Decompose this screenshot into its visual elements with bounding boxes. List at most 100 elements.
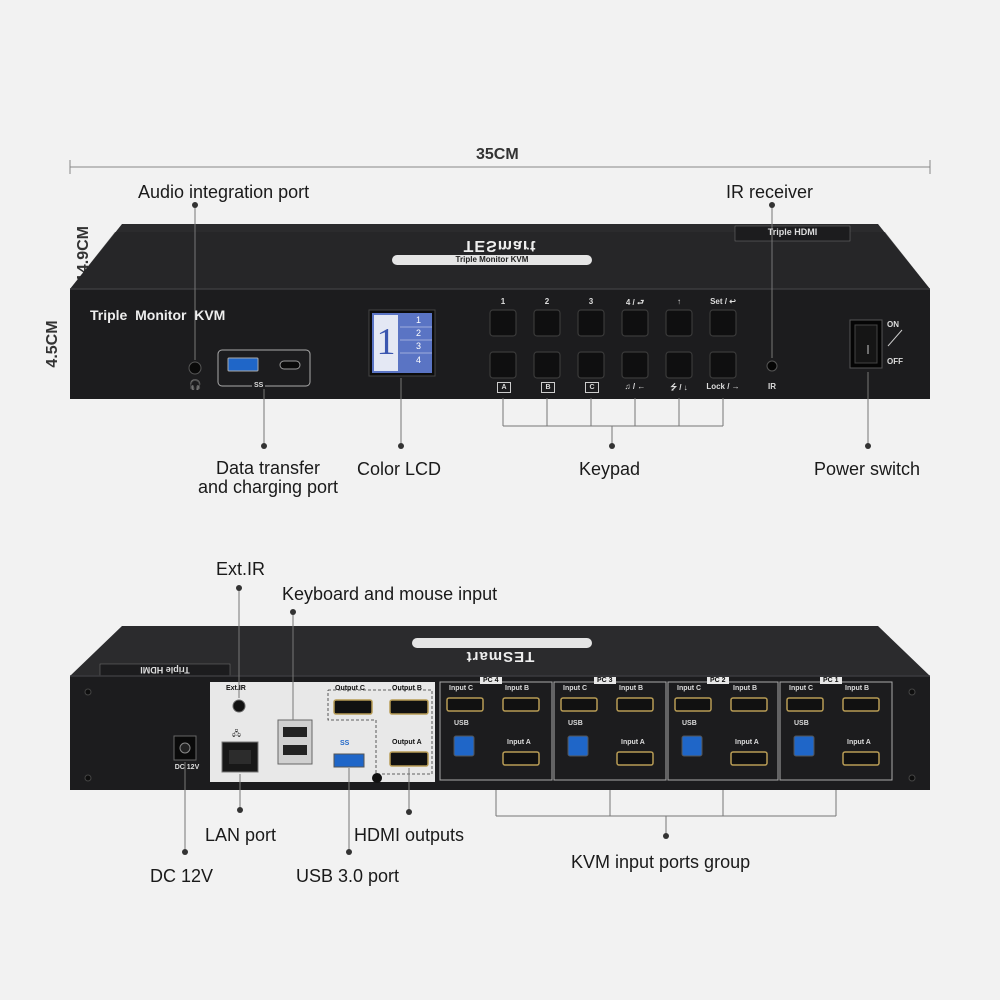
hdmi-output-a[interactable] bbox=[389, 751, 429, 767]
pc1-input-b-label: Input B bbox=[845, 685, 870, 692]
callout-audio-port: Audio integration port bbox=[138, 182, 310, 202]
callout-power-switch: Power switch bbox=[814, 459, 921, 479]
pc2-input-b-label: Input B bbox=[733, 685, 758, 692]
pc2-usb-b[interactable] bbox=[681, 735, 703, 757]
pc4-input-b[interactable] bbox=[502, 697, 540, 712]
pc3-input-b-label: Input B bbox=[619, 685, 644, 692]
callout-keyboard-mouse: Keyboard and mouse input bbox=[282, 584, 498, 604]
callout-data-port-line2: and charging port bbox=[197, 477, 339, 497]
switch-off-label: OFF bbox=[887, 357, 903, 366]
output-a-label: Output A bbox=[392, 739, 422, 746]
keypad-button-b[interactable] bbox=[533, 351, 561, 379]
pc2-input-a[interactable] bbox=[730, 751, 768, 766]
keypad-label-1: 1 bbox=[500, 297, 506, 306]
keyboard-mouse-usb-ports[interactable] bbox=[277, 719, 313, 765]
keypad-button-usb[interactable] bbox=[665, 351, 693, 379]
lcd-row-2: 2 bbox=[416, 328, 422, 338]
keypad-button-up[interactable] bbox=[665, 309, 693, 337]
usb-3-port[interactable] bbox=[333, 753, 365, 768]
pc4-usb-b[interactable] bbox=[453, 735, 475, 757]
pc3-label: PC 3 bbox=[594, 677, 616, 684]
callout-color-lcd: Color LCD bbox=[357, 459, 442, 479]
pc2-input-a-label: Input A bbox=[735, 739, 759, 746]
output-c-label: Output C bbox=[335, 685, 365, 692]
rear-usb-badge: SS bbox=[340, 740, 350, 747]
callout-data-port: Data transfer and charging port bbox=[198, 459, 338, 497]
rear-chassis-face bbox=[70, 676, 930, 790]
output-b-label: Output B bbox=[392, 685, 422, 692]
callout-usb3-port: USB 3.0 port bbox=[296, 866, 400, 886]
lcd-big-digit: 1 bbox=[376, 321, 396, 363]
keypad-button-2[interactable] bbox=[533, 309, 561, 337]
keypad-label-4: 4 / ⮐ bbox=[625, 298, 645, 307]
front-brand-tagline: Triple Monitor KVM bbox=[455, 255, 529, 264]
pc4-usb-label: USB bbox=[454, 720, 469, 727]
pc1-input-c[interactable] bbox=[786, 697, 824, 712]
front-corner-badge: Triple HDMI bbox=[767, 227, 818, 237]
front-panel-device bbox=[70, 202, 930, 449]
front-chassis-face bbox=[70, 289, 930, 399]
rear-ext-ir-label: Ext.IR bbox=[226, 685, 246, 692]
callout-kvm-inputs: KVM input ports group bbox=[571, 852, 751, 872]
pc4-input-c-label: Input C bbox=[449, 685, 474, 692]
pc3-input-a[interactable] bbox=[616, 751, 654, 766]
pc3-input-c[interactable] bbox=[560, 697, 598, 712]
rear-dc-label: DC 12V bbox=[174, 764, 200, 771]
front-usb-badge: SS bbox=[252, 382, 266, 389]
front-brand-logo: TESmart bbox=[463, 237, 537, 254]
pc1-input-a[interactable] bbox=[842, 751, 880, 766]
rear-callout-leaders bbox=[182, 585, 837, 855]
pc2-ports bbox=[674, 697, 768, 766]
keypad bbox=[489, 309, 737, 379]
pc2-input-b[interactable] bbox=[730, 697, 768, 712]
hdmi-output-c[interactable] bbox=[333, 699, 373, 715]
ext-ir-jack[interactable] bbox=[232, 699, 246, 713]
keypad-button-3[interactable] bbox=[577, 309, 605, 337]
lan-icon: 🖧 bbox=[232, 729, 241, 738]
keypad-label-b: B bbox=[541, 382, 555, 393]
rear-chassis-top bbox=[70, 626, 930, 676]
keypad-button-c[interactable] bbox=[577, 351, 605, 379]
power-switch[interactable] bbox=[854, 324, 878, 364]
headphone-icon: 🎧 bbox=[189, 380, 202, 391]
rear-panel-device bbox=[70, 585, 930, 855]
ir-receiver-window bbox=[766, 360, 778, 372]
hdmi-output-b[interactable] bbox=[389, 699, 429, 715]
pc3-input-c-label: Input C bbox=[563, 685, 588, 692]
pc2-usb-label: USB bbox=[682, 720, 697, 727]
callout-dc-12v: DC 12V bbox=[150, 866, 214, 886]
pc1-label: PC 1 bbox=[820, 677, 842, 684]
callout-lan-port: LAN port bbox=[205, 825, 277, 845]
front-usb-a-port[interactable] bbox=[227, 357, 259, 372]
pc2-input-c-label: Input C bbox=[677, 685, 702, 692]
pc1-input-b[interactable] bbox=[842, 697, 880, 712]
keypad-label-usb: ⭍ / ↓ bbox=[670, 383, 688, 392]
keypad-button-1[interactable] bbox=[489, 309, 517, 337]
pc3-usb-label: USB bbox=[568, 720, 583, 727]
pc1-usb-b[interactable] bbox=[793, 735, 815, 757]
pc1-input-a-label: Input A bbox=[847, 739, 871, 746]
rear-corner-badge: Triple HDMI bbox=[140, 665, 190, 675]
keypad-button-4[interactable] bbox=[621, 309, 649, 337]
pc3-input-b[interactable] bbox=[616, 697, 654, 712]
pc4-input-a[interactable] bbox=[502, 751, 540, 766]
width-dimension-label: 35CM bbox=[476, 146, 519, 163]
pc1-input-c-label: Input C bbox=[789, 685, 814, 692]
pc3-usb-b[interactable] bbox=[567, 735, 589, 757]
pc1-ports bbox=[786, 697, 880, 766]
audio-jack[interactable] bbox=[188, 361, 202, 375]
ir-label: IR bbox=[768, 382, 776, 391]
keypad-label-a: A bbox=[497, 382, 511, 393]
keypad-button-set[interactable] bbox=[709, 309, 737, 337]
pc4-label: PC 4 bbox=[480, 677, 502, 684]
keypad-label-up: ↑ bbox=[677, 297, 681, 306]
pc2-input-c[interactable] bbox=[674, 697, 712, 712]
keypad-label-2: 2 bbox=[544, 297, 550, 306]
front-usb-c-port[interactable] bbox=[279, 360, 301, 370]
keypad-label-audio: ♫ / ← bbox=[624, 382, 646, 391]
keypad-button-audio[interactable] bbox=[621, 351, 649, 379]
keypad-button-a[interactable] bbox=[489, 351, 517, 379]
keypad-button-lock[interactable] bbox=[709, 351, 737, 379]
pc4-input-c[interactable] bbox=[446, 697, 484, 712]
front-callout-leaders bbox=[192, 202, 871, 449]
